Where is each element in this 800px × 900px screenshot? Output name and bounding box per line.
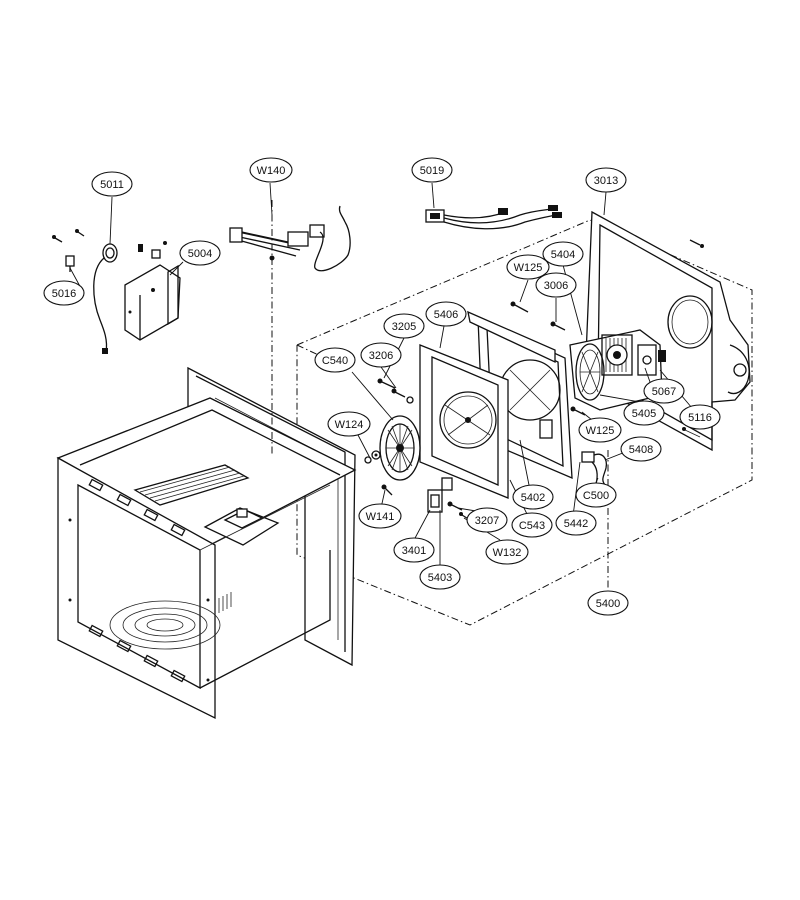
callout-3206: 3206	[360, 342, 402, 368]
callout-5403: 5403	[419, 564, 461, 590]
svg-text:5402: 5402	[521, 492, 545, 504]
svg-text:W132: W132	[493, 547, 522, 559]
svg-text:3006: 3006	[544, 280, 568, 292]
wire-harness-W140	[229, 200, 351, 455]
callout-W132: W132	[485, 539, 529, 565]
callout-5019: 5019	[411, 157, 453, 183]
top-vent-grille	[133, 464, 250, 506]
svg-text:W124: W124	[335, 419, 364, 431]
callout-C500: C500	[575, 482, 617, 508]
callouts: 5011 W140 5019 3013 5004 5016 5404 W125	[43, 157, 721, 616]
callout-3006: 3006	[535, 272, 577, 298]
svg-text:5405: 5405	[632, 408, 656, 420]
callout-W140: W140	[249, 157, 293, 183]
callout-5442: 5442	[555, 510, 597, 536]
svg-text:3013: 3013	[594, 175, 618, 187]
callout-5402: 5402	[512, 484, 554, 510]
svg-text:5011: 5011	[100, 179, 124, 191]
svg-text:5116: 5116	[688, 412, 712, 424]
wire-harness-5019	[425, 205, 563, 230]
svg-text:5403: 5403	[428, 572, 452, 584]
callout-5408: 5408	[620, 436, 662, 462]
callout-5011: 5011	[91, 171, 133, 197]
callout-5004: 5004	[179, 240, 221, 266]
svg-text:3401: 3401	[402, 545, 426, 557]
front-flange-slots	[88, 478, 186, 683]
callout-3205: 3205	[383, 313, 425, 339]
svg-text:C500: C500	[583, 490, 609, 502]
callout-5400: 5400	[587, 590, 629, 616]
callout-W125-top: W125	[506, 254, 550, 280]
callout-5406: 5406	[425, 301, 467, 327]
callout-5404: 5404	[542, 241, 584, 267]
svg-text:3207: 3207	[475, 515, 499, 527]
heater-frame-5406	[419, 344, 509, 499]
svg-text:5406: 5406	[434, 309, 458, 321]
svg-text:W141: W141	[366, 511, 395, 523]
callout-W124: W124	[327, 411, 371, 437]
callout-C540: C540	[314, 347, 356, 373]
callout-3013: 3013	[585, 167, 627, 193]
back-cover-3013	[584, 210, 751, 452]
callout-5116: 5116	[679, 404, 721, 430]
callout-3401: 3401	[393, 537, 435, 563]
svg-text:5404: 5404	[551, 249, 575, 261]
callout-5067: 5067	[643, 378, 685, 404]
callout-3207: 3207	[466, 507, 508, 533]
motor-winding	[601, 334, 633, 376]
svg-text:W125: W125	[586, 425, 615, 437]
svg-text:W140: W140	[257, 165, 286, 177]
convection-fan	[364, 415, 421, 481]
svg-text:3206: 3206	[369, 350, 393, 362]
svg-text:5442: 5442	[564, 518, 588, 530]
svg-text:C540: C540	[322, 355, 348, 367]
svg-text:C543: C543	[519, 520, 545, 532]
oven-cavity	[56, 366, 357, 720]
svg-text:5400: 5400	[596, 598, 620, 610]
callout-W125-bottom: W125	[578, 417, 622, 443]
callout-C543: C543	[511, 512, 553, 538]
callout-W141: W141	[358, 503, 402, 529]
side-vent-slots	[214, 592, 232, 615]
svg-text:5067: 5067	[652, 386, 676, 398]
callout-5016: 5016	[43, 280, 85, 306]
svg-text:5004: 5004	[188, 248, 212, 260]
svg-text:W125: W125	[514, 262, 543, 274]
callout-5405: 5405	[623, 400, 665, 426]
svg-text:5016: 5016	[52, 288, 76, 300]
bracket-assembly-5004	[52, 229, 181, 354]
svg-text:3205: 3205	[392, 321, 416, 333]
svg-text:5408: 5408	[629, 444, 653, 456]
svg-text:5019: 5019	[420, 165, 444, 177]
small-parts	[377, 301, 701, 521]
